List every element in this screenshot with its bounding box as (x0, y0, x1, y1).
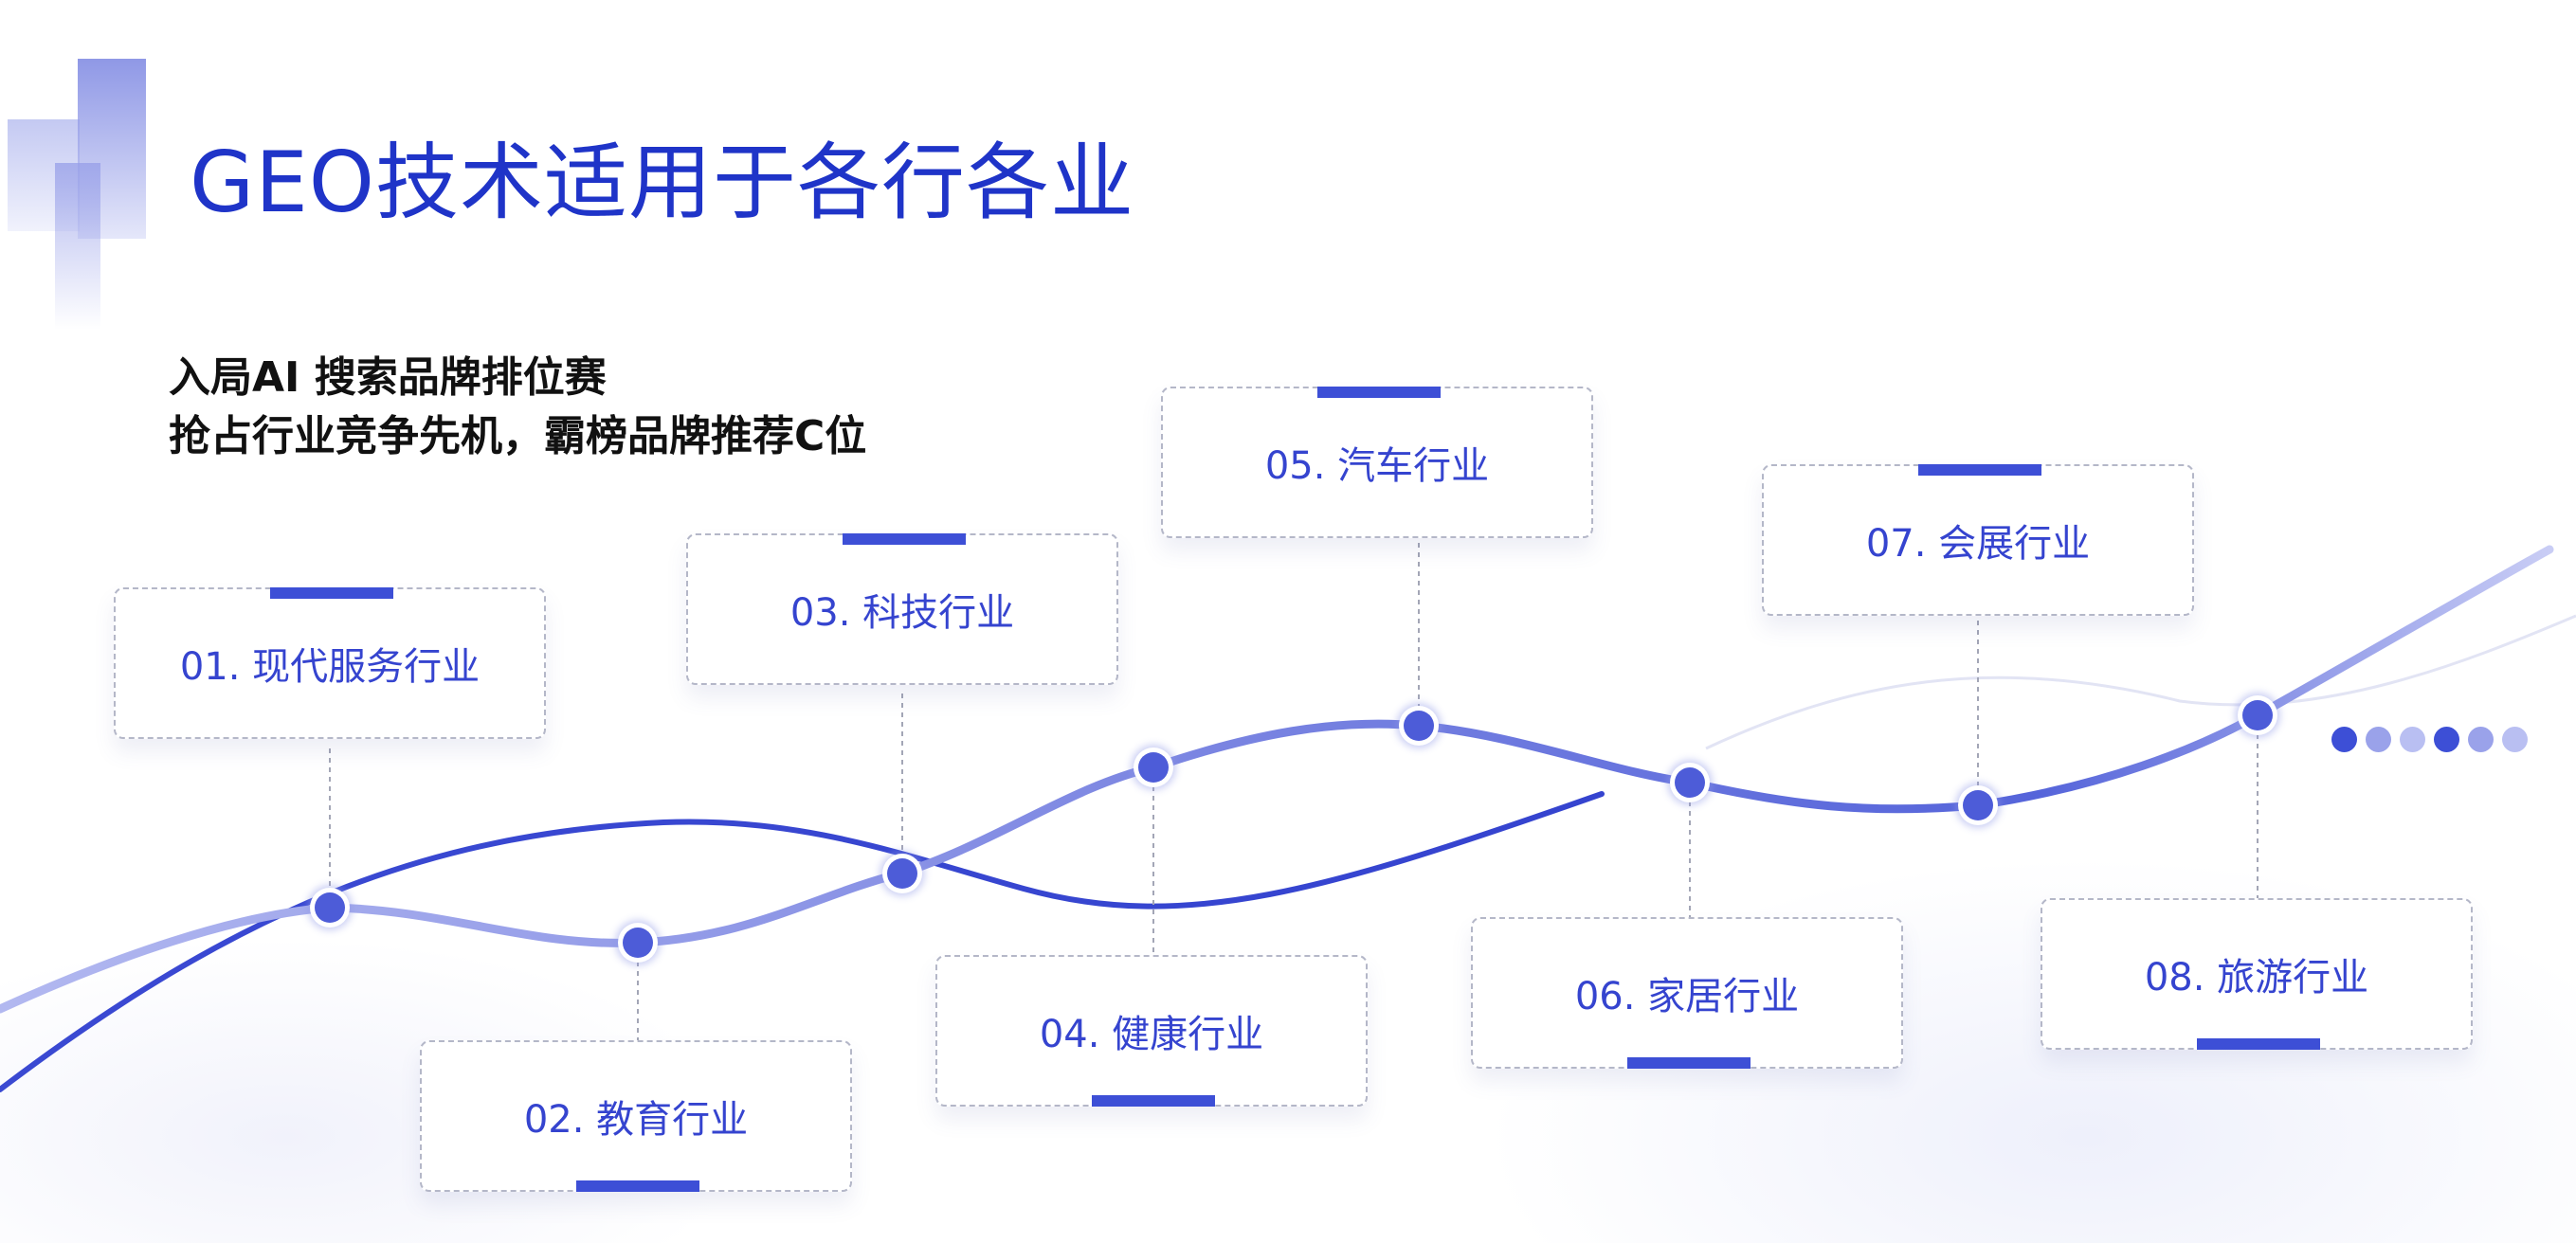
card-accent-bar (843, 533, 966, 545)
faint-trail-curve (1705, 614, 2576, 750)
card-accent-bar (1918, 464, 2041, 476)
industry-card-02: 02. 教育行业 (420, 1040, 852, 1192)
subtitle: 入局AI 搜索品牌排位赛 抢占行业竞争先机，霸榜品牌推荐C位 (169, 349, 866, 466)
industry-card-03: 03. 科技行业 (686, 533, 1118, 685)
industry-label: 01. 现代服务行业 (179, 645, 481, 689)
card-accent-bar (1627, 1057, 1751, 1069)
timeline-node (880, 851, 925, 896)
decor-dot (2331, 727, 2357, 752)
industry-label: 08. 旅游行业 (2144, 956, 2369, 1000)
card-accent-bar (1092, 1095, 1215, 1107)
industry-label: 07. 会展行业 (1865, 522, 2091, 566)
timeline-node (2235, 693, 2280, 738)
timeline-main-curve (0, 545, 2554, 1014)
industry-label: 06. 家居行业 (1574, 975, 1800, 1018)
industry-card-04: 04. 健康行业 (935, 955, 1368, 1107)
timeline-node (1396, 703, 1442, 748)
industry-label: 04. 健康行业 (1039, 1013, 1264, 1056)
timeline-node (1667, 760, 1713, 805)
industry-card-01: 01. 现代服务行业 (114, 587, 546, 739)
decor-dot (2502, 727, 2528, 752)
subtitle-line-1: 入局AI 搜索品牌排位赛 (169, 353, 607, 402)
decor-block (55, 163, 100, 330)
industry-label: 02. 教育行业 (523, 1098, 749, 1142)
card-accent-bar (270, 587, 393, 599)
timeline-node (1131, 745, 1176, 790)
card-accent-bar (1317, 387, 1441, 398)
timeline-nodes (307, 693, 2280, 965)
decor-dot (2400, 727, 2425, 752)
decor-dot (2366, 727, 2391, 752)
industry-card-07: 07. 会展行业 (1762, 464, 2194, 616)
timeline-node (1955, 783, 2001, 828)
industry-card-08: 08. 旅游行业 (2041, 898, 2473, 1050)
decor-dot (2434, 727, 2459, 752)
subtitle-line-2: 抢占行业竞争先机，霸榜品牌推荐C位 (169, 412, 867, 460)
industry-label: 05. 汽车行业 (1264, 444, 1490, 488)
card-accent-bar (2197, 1038, 2320, 1050)
timeline-node (615, 920, 661, 965)
page-title: GEO技术适用于各行各业 (190, 134, 1135, 231)
industry-card-05: 05. 汽车行业 (1161, 387, 1593, 538)
card-accent-bar (576, 1180, 699, 1192)
timeline-node (307, 885, 353, 930)
industry-card-06: 06. 家居行业 (1471, 917, 1903, 1069)
decor-dot (2468, 727, 2494, 752)
decor-dots (2331, 727, 2528, 752)
industry-label: 03. 科技行业 (789, 591, 1015, 635)
